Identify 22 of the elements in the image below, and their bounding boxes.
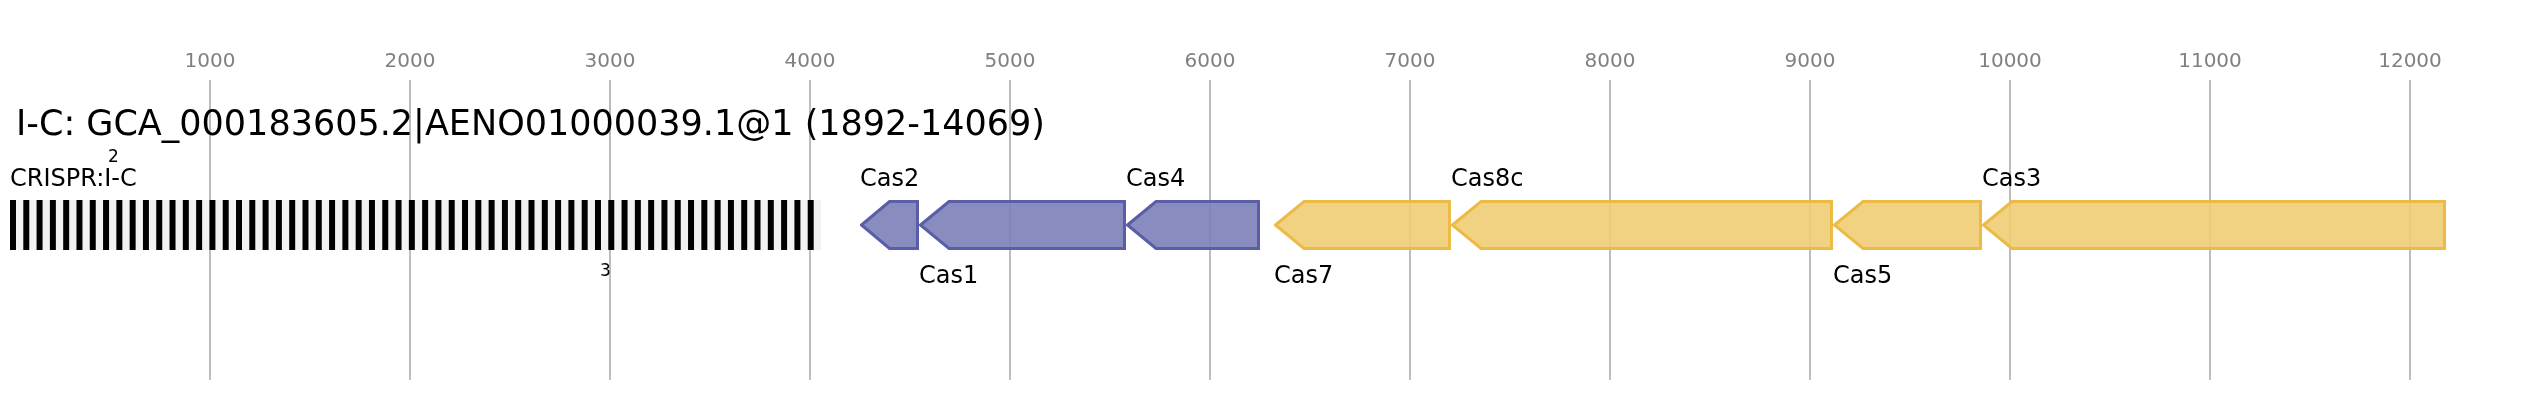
axis-tick-label: 9000 <box>1784 50 1836 70</box>
axis-tick-label: 12000 <box>2378 50 2442 70</box>
count-label: 3 <box>600 262 611 279</box>
gene-label: CRISPR:I-C <box>10 166 137 190</box>
axis-tick-label: 3000 <box>584 50 636 70</box>
gene-label: Cas8c <box>1451 166 1524 190</box>
gene-label: Cas5 <box>1833 263 1893 287</box>
axis-tick-label: 2000 <box>384 50 436 70</box>
gene-label: Cas7 <box>1274 263 1334 287</box>
count-label: 2 <box>108 148 119 165</box>
gene-label: Cas1 <box>919 263 979 287</box>
axis-tick-label: 10000 <box>1978 50 2042 70</box>
gene-label: Cas4 <box>1126 166 1186 190</box>
gene-label: Cas2 <box>860 166 920 190</box>
axis-tick-label: 7000 <box>1384 50 1436 70</box>
axis-tick-label: 5000 <box>984 50 1036 70</box>
axis-tick-label: 11000 <box>2178 50 2242 70</box>
axis-tick-label: 8000 <box>1584 50 1636 70</box>
axis-tick-label: 4000 <box>784 50 836 70</box>
axis-tick-label: 1000 <box>184 50 236 70</box>
gene-label: Cas3 <box>1982 166 2042 190</box>
axis-tick-label: 6000 <box>1184 50 1236 70</box>
